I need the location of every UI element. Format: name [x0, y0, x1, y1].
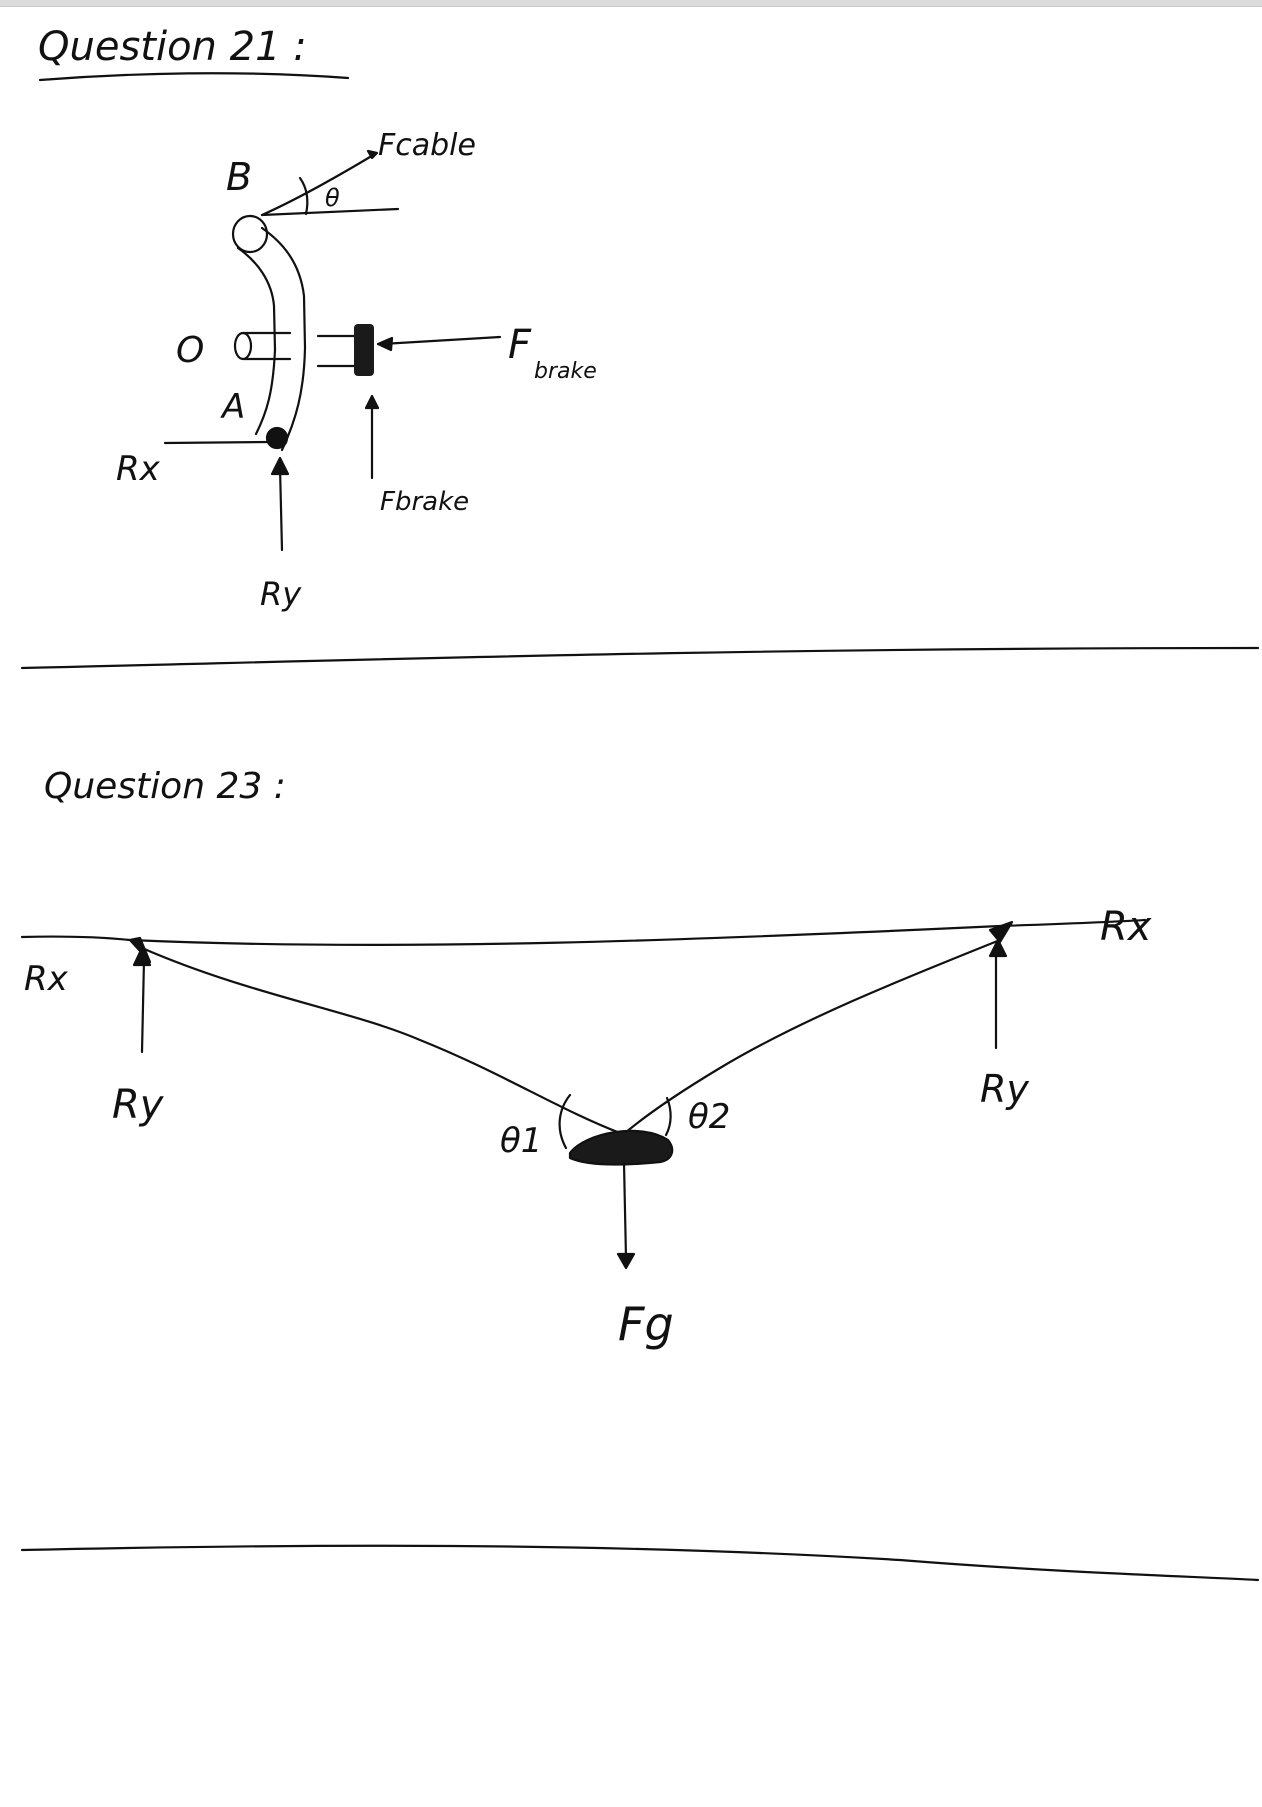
- question-23-heading: Question 23 :: [44, 766, 286, 807]
- support-line: [20, 918, 1147, 947]
- right-cable: [623, 938, 1002, 1135]
- brake-pad: [354, 324, 374, 376]
- right-support-arrowhead: [988, 938, 1008, 958]
- pivot-o-axle: [233, 331, 358, 368]
- label-theta: θ: [325, 184, 340, 212]
- hanging-mass: [568, 1129, 674, 1166]
- label-rx-right: Rx: [1100, 904, 1152, 950]
- label-f-brake-horizontal: F: [508, 322, 532, 368]
- brake-vertical-force-arrow: [364, 394, 380, 480]
- left-ry-arrow: [140, 958, 146, 1054]
- question-21-section: Question 21 :: [38, 24, 597, 613]
- label-ry: Ry: [260, 575, 302, 613]
- label-point-a: A: [220, 387, 245, 427]
- left-support-arrowhead: [132, 946, 152, 967]
- theta-2-arc: [664, 1096, 672, 1137]
- label-theta-2: θ2: [688, 1097, 730, 1137]
- question-21-heading: Question 21 :: [38, 24, 307, 70]
- pin-a-dot: [265, 426, 289, 450]
- label-rx-left: Rx: [24, 959, 69, 999]
- label-point-b: B: [226, 155, 252, 199]
- reaction-rx-arrow: [163, 440, 272, 445]
- label-point-o: O: [176, 330, 204, 371]
- label-f-brake-horizontal-subscript: brake: [534, 359, 597, 384]
- section-divider-2: [20, 1544, 1260, 1582]
- brake-horizontal-force-arrow: [376, 335, 502, 352]
- label-f-brake-vertical: Fbrake: [380, 487, 469, 517]
- label-fg: Fg: [618, 1297, 674, 1351]
- gravity-force-arrow: [616, 1161, 636, 1270]
- label-f-cable: Fcable: [378, 128, 476, 163]
- brake-lever: [231, 214, 307, 452]
- section-divider-1: [20, 646, 1260, 670]
- window-top-bar: [0, 0, 1262, 7]
- question-23-section: Question 23 : Rx Ry Rx Ry θ1 θ2 Fg: [20, 766, 1152, 1351]
- cable-force-arrow: [260, 149, 400, 217]
- heading-underline: [38, 72, 350, 82]
- left-cable: [140, 946, 622, 1135]
- label-ry-right: Ry: [980, 1067, 1029, 1111]
- label-theta-1: θ1: [500, 1121, 542, 1161]
- right-support-triangle: [988, 920, 1014, 944]
- label-rx: Rx: [116, 449, 161, 489]
- theta-1-arc: [558, 1093, 572, 1150]
- pin-b-circle: [231, 214, 269, 254]
- reaction-ry-arrow: [270, 456, 290, 552]
- label-ry-left: Ry: [112, 1082, 165, 1128]
